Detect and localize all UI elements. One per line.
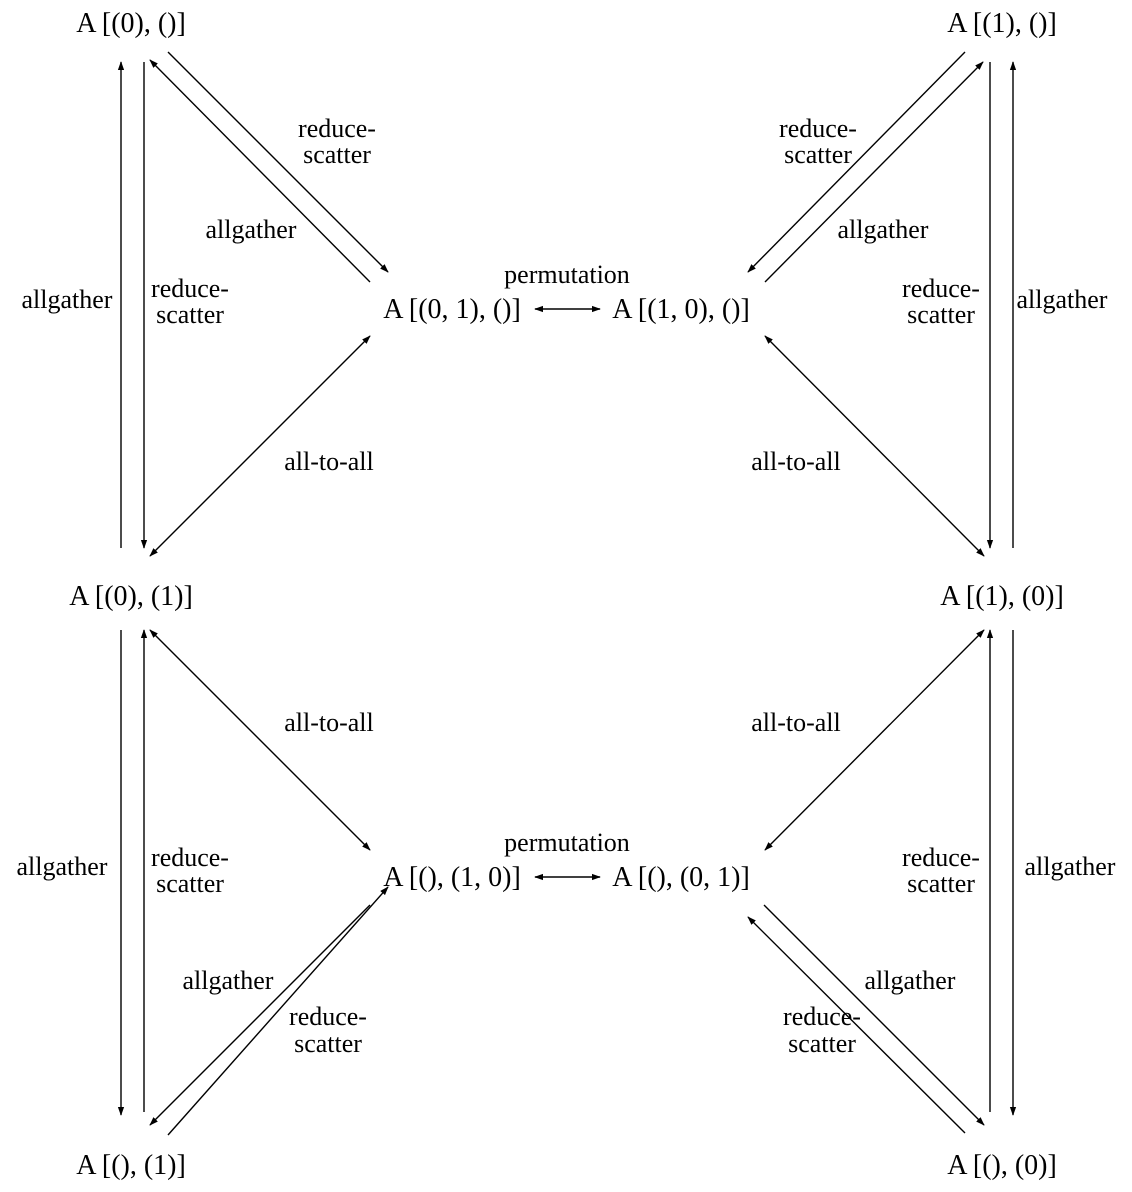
label-allgather: allgather xyxy=(183,966,274,995)
label-reduce-scatter: reduce- xyxy=(151,843,229,872)
label-reduce-scatter: reduce- xyxy=(779,114,857,143)
label-allgather: allgather xyxy=(838,215,929,244)
label-all-to-all: all-to-all xyxy=(751,708,841,737)
label-reduce-scatter: scatter xyxy=(294,1029,362,1058)
label-reduce-scatter: reduce- xyxy=(783,1002,861,1031)
arrow-reduce-scatter xyxy=(167,51,389,273)
arrow-reduce-scatter xyxy=(167,886,389,1136)
label-reduce-scatter: reduce- xyxy=(151,274,229,303)
label-allgather: allgather xyxy=(865,966,956,995)
label-reduce-scatter: scatter xyxy=(303,140,371,169)
label-reduce-scatter: scatter xyxy=(907,869,975,898)
node-tr: A [(1), ()] xyxy=(947,8,1057,39)
arrow-allgather xyxy=(149,904,371,1126)
node-mr: A [(1), (0)] xyxy=(940,581,1064,612)
arrow-allgather xyxy=(763,904,985,1126)
label-reduce-scatter: reduce- xyxy=(298,114,376,143)
label-reduce-scatter: reduce- xyxy=(902,843,980,872)
arrow-all-to-all xyxy=(149,335,371,557)
label-all-to-all: all-to-all xyxy=(284,708,374,737)
arrow-allgather xyxy=(149,59,371,283)
label-reduce-scatter: reduce- xyxy=(289,1002,367,1031)
label-reduce-scatter: scatter xyxy=(784,140,852,169)
node-bl: A [(), (1)] xyxy=(76,1150,186,1181)
node-center-left-bottom: A [(), (1, 0)] xyxy=(383,862,521,893)
node-center-right-bottom: A [(), (0, 1)] xyxy=(612,862,750,893)
node-center-left-top: A [(0, 1), ()] xyxy=(383,294,521,325)
label-reduce-scatter: scatter xyxy=(907,300,975,329)
label-allgather: allgather xyxy=(1025,852,1116,881)
node-center-right-top: A [(1, 0), ()] xyxy=(612,294,750,325)
arrow-reduce-scatter xyxy=(747,51,966,273)
label-reduce-scatter: scatter xyxy=(156,869,224,898)
label-allgather: allgather xyxy=(17,852,108,881)
label-all-to-all: all-to-all xyxy=(284,447,374,476)
arrow-reduce-scatter xyxy=(747,916,966,1134)
label-reduce-scatter: scatter xyxy=(156,300,224,329)
label-all-to-all: all-to-all xyxy=(751,447,841,476)
arrow-all-to-all xyxy=(764,335,985,557)
label-allgather: allgather xyxy=(1017,285,1108,314)
arrow-allgather xyxy=(764,61,984,283)
label-allgather: allgather xyxy=(206,215,297,244)
arrow-all-to-all xyxy=(764,629,985,851)
label-permutation: permutation xyxy=(504,260,630,289)
node-ml: A [(0), (1)] xyxy=(69,581,193,612)
node-tl: A [(0), ()] xyxy=(76,8,186,39)
label-reduce-scatter: scatter xyxy=(788,1029,856,1058)
label-allgather: allgather xyxy=(22,285,113,314)
node-br: A [(), (0)] xyxy=(947,1150,1057,1181)
edges xyxy=(117,51,1017,1136)
arrow-all-to-all xyxy=(149,629,371,851)
label-reduce-scatter: reduce- xyxy=(902,274,980,303)
label-permutation: permutation xyxy=(504,828,630,857)
